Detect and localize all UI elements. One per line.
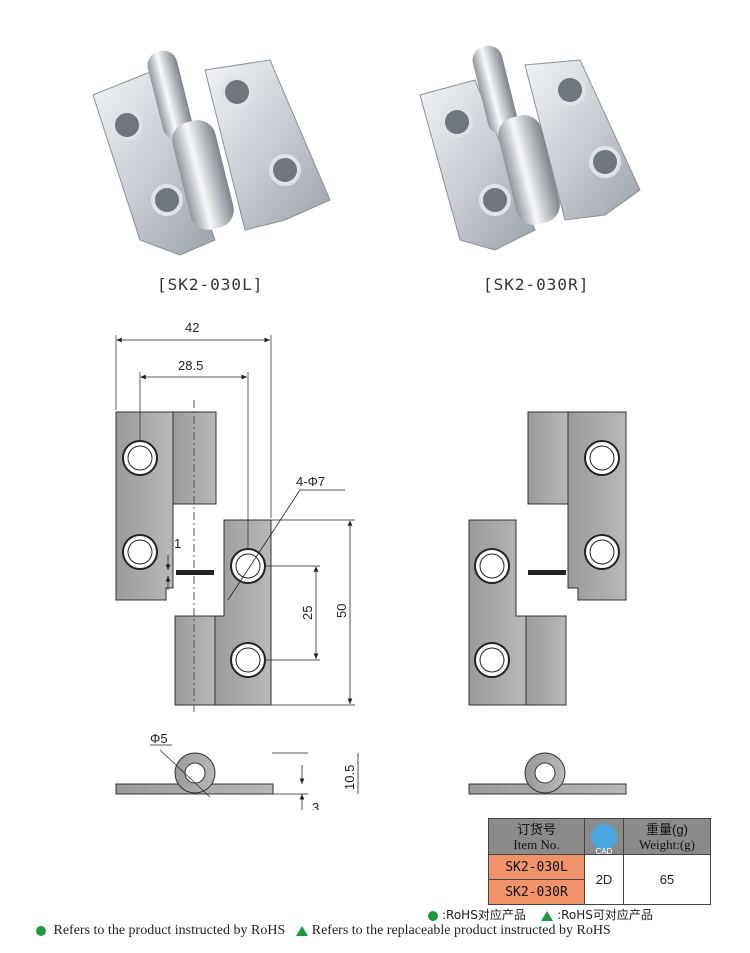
legend-cn: :RoHS对应产品 :RoHS可对应产品 — [428, 906, 653, 923]
cad-header: CAD — [584, 818, 624, 856]
hinge-photo-right — [419, 45, 641, 251]
legend-en-replace: Refers to the replaceable product instru… — [311, 923, 611, 938]
legend-en-rohs: Refers to the product instructed by RoHS — [53, 923, 286, 938]
right-front-view — [468, 411, 627, 706]
rohs-dot-icon — [36, 925, 46, 936]
dim-plate-thickness: 3 — [312, 800, 319, 810]
dim-holes: 4-Φ7 — [296, 474, 325, 489]
left-side-view — [115, 744, 359, 810]
dim-hole-spacing: 25 — [300, 606, 315, 620]
cad-icon: CAD — [591, 823, 617, 856]
weight-header: 重量(g) Weight:(g) — [623, 818, 711, 855]
dim-pin-offset: 28.5 — [178, 358, 203, 373]
hinge-photo-left — [92, 50, 331, 256]
dim-overall-width: 42 — [185, 320, 199, 335]
item-no-header-cn: 订货号 — [516, 821, 556, 837]
weight-header-cn: 重量(g) — [646, 821, 688, 837]
rohs-dot-icon — [428, 910, 438, 921]
caption-right: [SK2-030R] — [483, 275, 590, 294]
dim-pin-diameter: Φ5 — [150, 731, 168, 746]
legend-cn-rohs: :RoHS对应产品 — [442, 908, 526, 922]
caption-left: [SK2-030L] — [157, 275, 264, 294]
dim-gap: 1 — [174, 536, 181, 551]
left-front-view — [115, 335, 355, 715]
spec-table: 订货号 Item No. CAD 重量(g) Weight:(g) SK2-03… — [488, 818, 711, 905]
rohs-triangle-icon — [295, 925, 308, 936]
cad-type: 2D — [584, 854, 624, 905]
rohs-triangle-icon — [541, 910, 554, 921]
table-row-item: SK2-030L — [488, 854, 585, 880]
item-no-header-en: Item No. — [513, 836, 560, 852]
right-side-view — [468, 752, 627, 795]
weight-value: 65 — [623, 854, 711, 905]
cad-label: CAD — [595, 846, 613, 856]
weight-header-en: Weight:(g) — [639, 836, 695, 852]
legend-en: Refers to the product instructed by RoHS… — [36, 923, 611, 939]
item-no-header: 订货号 Item No. — [488, 818, 585, 855]
technical-drawing: 42 28.5 4-Φ7 1 50 25 Φ5 10.5 3 — [115, 320, 627, 810]
dim-thickness-total: 10.5 — [342, 765, 357, 790]
dim-height: 50 — [334, 604, 349, 618]
table-row-item: SK2-030R — [488, 879, 585, 905]
legend-cn-replace: :RoHS可对应产品 — [557, 908, 653, 922]
